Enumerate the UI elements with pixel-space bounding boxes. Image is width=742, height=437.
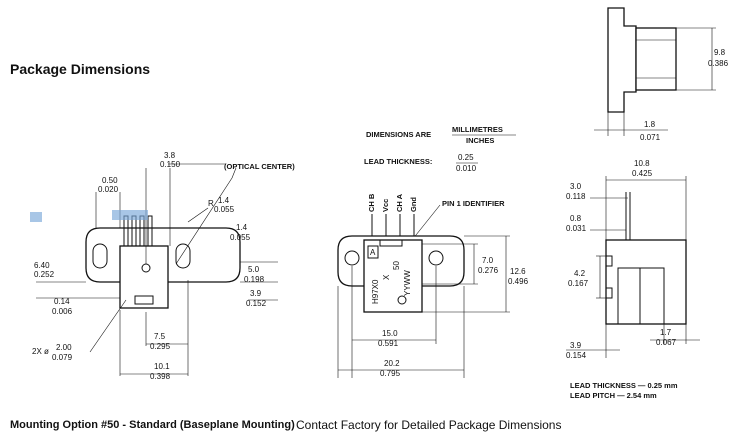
- side-view-body: [605, 239, 687, 325]
- dim-w014-mm: 0.14: [54, 297, 70, 306]
- dim-w050-in: 0.020: [98, 185, 119, 194]
- left-optical-window: [134, 295, 154, 305]
- center-hole-right: [428, 250, 444, 266]
- dim-h640-in: 0.252: [34, 270, 55, 279]
- dim-w30-in: 0.118: [566, 192, 586, 201]
- pin-label-cha: CH A: [395, 193, 404, 212]
- center-hole-left: [344, 250, 360, 266]
- left-slot-right: [175, 243, 191, 269]
- dim-w17-in: 0.067: [656, 338, 677, 347]
- dim-w08-mm: 0.8: [570, 214, 582, 223]
- optical-center-label: (OPTICAL CENTER): [224, 162, 295, 171]
- pin-label-vcc: Vcc: [381, 199, 390, 212]
- marking-line-3: 50: [392, 261, 401, 270]
- center-view: DIMENSIONS ARE MILLIMETRES INCHES LEAD T…: [337, 125, 529, 378]
- dim-w18-mm: 1.8: [644, 120, 656, 129]
- right-side-view: 10.8 0.425 3.0 0.118 0.8 0.031 4.2 0.167…: [566, 159, 700, 400]
- mounting-option-caption: Mounting Option #50 - Standard (Baseplan…: [10, 419, 295, 431]
- dim-h126-mm: 12.6: [510, 267, 526, 276]
- left-center-body: [119, 245, 169, 309]
- dim-w101-in: 0.398: [150, 372, 171, 381]
- dim-h70-mm: 7.0: [482, 256, 494, 265]
- legend-unit-in: INCHES: [466, 136, 494, 145]
- dim-hole-prefix: 2X ø: [32, 347, 49, 356]
- pin-label-gnd: Gnd: [409, 197, 418, 212]
- note-lead-thickness: LEAD THICKNESS — 0.25 mm: [570, 381, 678, 390]
- legend-lead-thickness-in: 0.010: [456, 164, 477, 173]
- marking-box: [367, 245, 379, 259]
- dim-r14-mm: 1.4: [218, 196, 230, 205]
- dim-w30-mm: 3.0: [570, 182, 582, 191]
- top-view-body: [635, 27, 677, 91]
- contact-factory-note: Contact Factory for Detailed Package Dim…: [296, 418, 562, 432]
- dim-h70-in: 0.276: [478, 266, 499, 275]
- dim-w108-mm: 10.8: [634, 159, 650, 168]
- dim-h39-in: 0.152: [246, 299, 267, 308]
- dim-w75-mm: 7.5: [154, 332, 166, 341]
- dim-w050-mm: 0.50: [102, 176, 118, 185]
- pin1-identifier-label: PIN 1 IDENTIFIER: [442, 199, 505, 208]
- dim-h14-mm: 1.4: [236, 223, 248, 232]
- dim-w38-in: 0.150: [160, 160, 181, 169]
- marking-line-4: YYWW: [403, 270, 412, 296]
- dim-h50-in: 0.198: [244, 275, 265, 284]
- marking-line-1: H97X0: [371, 279, 380, 304]
- center-body: [363, 239, 423, 313]
- dim-d200-mm: 2.00: [56, 343, 72, 352]
- legend-unit-mm: MILLIMETRES: [452, 125, 503, 134]
- dim-r14-in: 0.055: [214, 205, 235, 214]
- dim-w38-mm: 3.8: [164, 151, 176, 160]
- left-view: 0.50 0.020 3.8 0.150 (OPTICAL CENTER) R …: [30, 151, 295, 381]
- watermark-mark: [112, 210, 148, 220]
- legend-lead-thickness-mm: 0.25: [458, 153, 474, 162]
- dim-h98-in: 0.386: [708, 59, 729, 68]
- dim-h42-mm: 4.2: [574, 269, 586, 278]
- dim-w39b-in: 0.154: [566, 351, 587, 360]
- note-lead-pitch: LEAD PITCH — 2.54 mm: [570, 391, 657, 400]
- dim-h39-mm: 3.9: [250, 289, 262, 298]
- top-view-flange: [607, 7, 637, 113]
- dim-w108-in: 0.425: [632, 169, 653, 178]
- pin-label-chb: CH B: [367, 193, 376, 212]
- dim-w150-in: 0.591: [378, 339, 399, 348]
- legend-lead-thickness: LEAD THICKNESS:: [364, 157, 432, 166]
- dim-w202-mm: 20.2: [384, 359, 400, 368]
- dim-w75-in: 0.295: [150, 342, 171, 351]
- dim-h50-mm: 5.0: [248, 265, 260, 274]
- dim-h126-in: 0.496: [508, 277, 529, 286]
- dim-radius-prefix: R: [208, 199, 214, 208]
- marking-box-letter: A: [370, 248, 376, 257]
- right-top-view: 9.8 0.386 1.8 0.071: [594, 7, 729, 142]
- dim-h98-mm: 9.8: [714, 48, 726, 57]
- page-title: Package Dimensions: [10, 61, 151, 77]
- dim-w39b-mm: 3.9: [570, 341, 582, 350]
- dim-w17-mm: 1.7: [660, 328, 672, 337]
- dim-d200-in: 0.079: [52, 353, 73, 362]
- dim-w014-in: 0.006: [52, 307, 73, 316]
- dim-w08-in: 0.031: [566, 224, 587, 233]
- legend-dimensions-are: DIMENSIONS ARE: [366, 130, 431, 139]
- dim-h640-mm: 6.40: [34, 261, 50, 270]
- pin1-marker: [379, 239, 403, 247]
- watermark-mark: [30, 212, 42, 222]
- dim-w101-mm: 10.1: [154, 362, 170, 371]
- dim-h14-in: 0.055: [230, 233, 251, 242]
- left-slot-left: [92, 243, 108, 269]
- dim-h42-in: 0.167: [568, 279, 589, 288]
- dim-w202-in: 0.795: [380, 369, 401, 378]
- dim-w150-mm: 15.0: [382, 329, 398, 338]
- marking-line-2: X: [382, 274, 391, 280]
- dim-w18-in: 0.071: [640, 133, 661, 142]
